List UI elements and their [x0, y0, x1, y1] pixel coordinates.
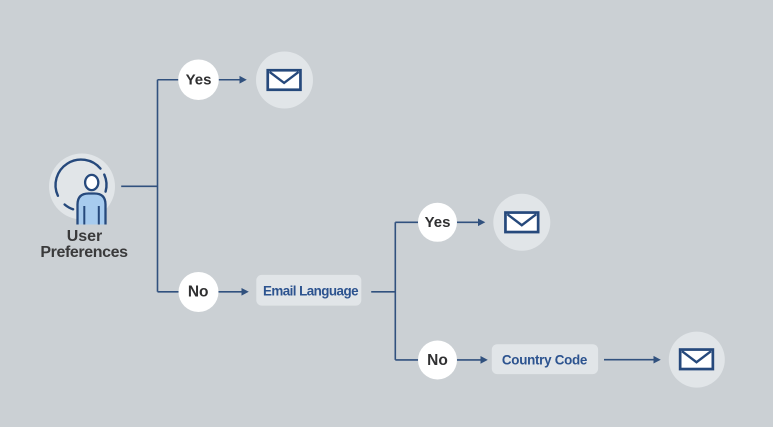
svg-text:Yes: Yes [186, 72, 212, 89]
svg-text:Yes: Yes [425, 214, 451, 231]
svg-text:Email Language: Email Language [263, 283, 358, 298]
svg-text:User: User [67, 228, 103, 245]
svg-text:Preferences: Preferences [40, 244, 128, 261]
svg-text:No: No [427, 352, 448, 369]
svg-text:Country Code: Country Code [502, 352, 587, 367]
svg-text:No: No [188, 284, 209, 301]
